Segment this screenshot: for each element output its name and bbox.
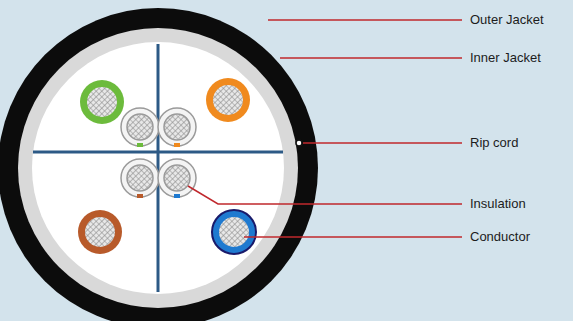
part-label: Conductor [468, 229, 532, 245]
outer-jacket [0, 8, 318, 321]
rip-cord [296, 140, 302, 146]
white-pairs [121, 108, 196, 197]
inner-jacket [18, 28, 298, 308]
part-label: Insulation [468, 196, 528, 212]
part-label: Rip cord [468, 135, 520, 151]
cable-core [32, 42, 284, 294]
leader-lines [188, 20, 462, 237]
colored-pairs [78, 78, 256, 254]
separator [33, 151, 283, 154]
part-label: Outer Jacket [468, 12, 546, 28]
stripe-tags [137, 143, 180, 198]
part-label: Inner Jacket [468, 50, 543, 66]
